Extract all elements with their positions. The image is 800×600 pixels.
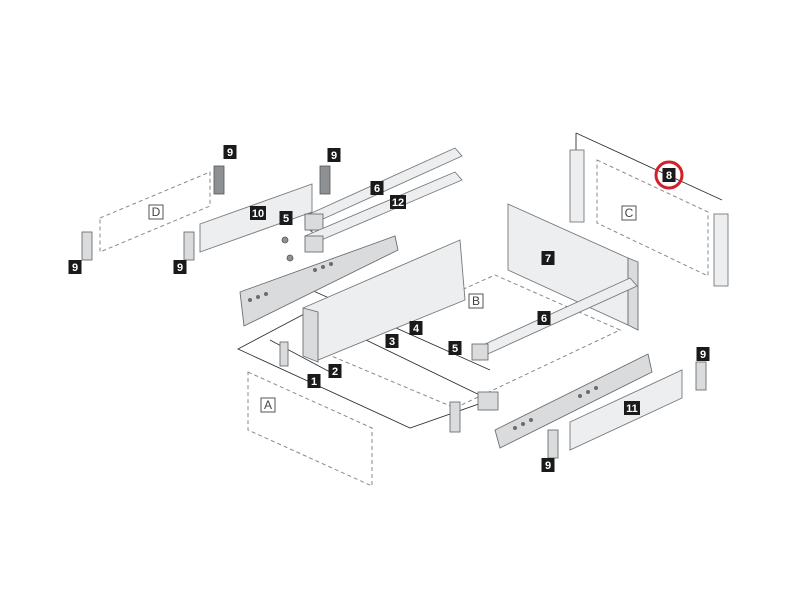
callout-c12: 12 xyxy=(390,195,406,209)
svg-text:C: C xyxy=(625,206,634,220)
callout-label: 2 xyxy=(332,366,338,378)
callout-label: 5 xyxy=(283,213,289,225)
callout-label: 1 xyxy=(311,376,317,388)
callout-label: 4 xyxy=(413,323,420,335)
svg-text:D: D xyxy=(152,205,161,219)
panel-a: A xyxy=(247,371,373,487)
callout-c9a: 9 xyxy=(223,145,237,159)
callout-c6a: 6 xyxy=(370,181,384,195)
callout-label: 9 xyxy=(700,349,706,361)
callout-label: 9 xyxy=(177,262,183,274)
callout-c5a: 5 xyxy=(279,211,293,225)
callout-label: 10 xyxy=(252,208,264,220)
callout-c2: 2 xyxy=(328,364,342,378)
back-panel-edge xyxy=(627,257,639,331)
panel-d: D xyxy=(99,171,211,253)
callout-c3: 3 xyxy=(385,334,399,348)
callout-label: 3 xyxy=(389,336,395,348)
callout-label: 9 xyxy=(227,147,233,159)
callout-label: 9 xyxy=(331,150,337,162)
callout-c9c: 9 xyxy=(68,260,82,274)
rail-12 xyxy=(304,171,463,253)
runner-left xyxy=(239,235,399,327)
callout-c1: 1 xyxy=(307,374,321,388)
callout-c7: 7 xyxy=(541,251,555,265)
bracket-front xyxy=(279,341,499,433)
callout-label: 12 xyxy=(392,197,404,209)
callout-label: 9 xyxy=(72,262,78,274)
callout-c10: 10 xyxy=(250,206,266,220)
callout-c4: 4 xyxy=(409,321,423,335)
callout-label: 7 xyxy=(545,253,551,265)
rail-6-middle xyxy=(471,277,638,361)
callout-label: 9 xyxy=(545,460,551,472)
callout-c8: 8 xyxy=(662,168,676,182)
callout-label: 8 xyxy=(666,170,672,182)
back-posts xyxy=(569,149,729,287)
svg-text:A: A xyxy=(264,398,272,412)
callout-c9e: 9 xyxy=(696,347,710,361)
callout-c5b: 5 xyxy=(448,341,462,355)
screws-left xyxy=(281,236,294,262)
callout-c9b: 9 xyxy=(327,148,341,162)
callout-label: 5 xyxy=(452,343,458,355)
panel-c: C xyxy=(596,159,709,277)
callout-c9d: 9 xyxy=(173,260,187,274)
callout-c6b: 6 xyxy=(537,311,551,325)
callout-label: 6 xyxy=(541,313,547,325)
highlight-circle xyxy=(654,160,684,190)
callout-label: 11 xyxy=(626,403,638,415)
callout-c9f: 9 xyxy=(541,458,555,472)
callout-c11: 11 xyxy=(624,401,640,415)
svg-text:B: B xyxy=(472,294,480,308)
callout-label: 6 xyxy=(374,183,380,195)
runner-right xyxy=(494,353,653,449)
side-wall-3 xyxy=(302,239,466,363)
